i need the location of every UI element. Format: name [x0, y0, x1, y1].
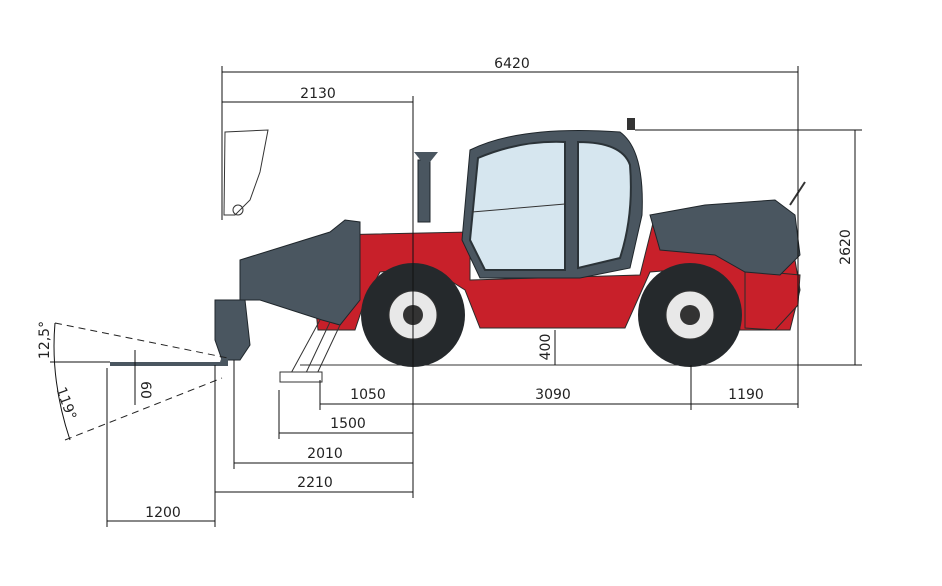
overall-height-label: 2620 — [838, 229, 854, 265]
rear-overhang-label: 1190 — [728, 387, 764, 403]
beacon-light — [627, 118, 635, 130]
front-to-axle-label: 2130 — [300, 86, 336, 102]
counterweight — [744, 269, 801, 331]
overall-length-label: 6420 — [494, 56, 530, 72]
boom — [239, 219, 361, 326]
front-overhang-label: 1050 — [350, 387, 386, 403]
fork — [110, 356, 228, 366]
carriage-to-axle-label: 2210 — [297, 475, 333, 491]
door-divider — [471, 203, 566, 213]
telehandler-illustration — [50, 118, 860, 441]
fork-thickness-label: 60 — [137, 381, 153, 399]
stabiliser-arm — [289, 319, 341, 379]
exhaust-cap — [414, 152, 438, 162]
raised-carriage-pivot — [232, 204, 244, 216]
exhaust-stack — [417, 159, 431, 223]
rear-wheel — [638, 263, 742, 367]
tilt-down-guide — [64, 377, 223, 441]
stabiliser-pad — [279, 371, 323, 383]
dimension-lines — [106, 66, 862, 527]
fork-carriage — [214, 299, 251, 361]
stabiliser-reach-label: 1500 — [330, 416, 366, 432]
wheelbase-label: 3090 — [535, 387, 571, 403]
tilt-back-guide — [54, 322, 229, 359]
tilt-down-angle-label: 119° — [52, 385, 79, 422]
engine-hood — [649, 199, 801, 276]
raised-carriage-outline — [223, 129, 269, 216]
fork-length-label: 1200 — [145, 505, 181, 521]
ground-clearance-label: 400 — [538, 334, 554, 361]
cab-door-glass — [468, 140, 566, 271]
angle-arc — [53, 322, 71, 441]
stabiliser-outer-label: 2010 — [307, 446, 343, 462]
tilt-back-angle-label: 12,5° — [37, 321, 53, 359]
cab-rear-glass — [577, 140, 632, 270]
